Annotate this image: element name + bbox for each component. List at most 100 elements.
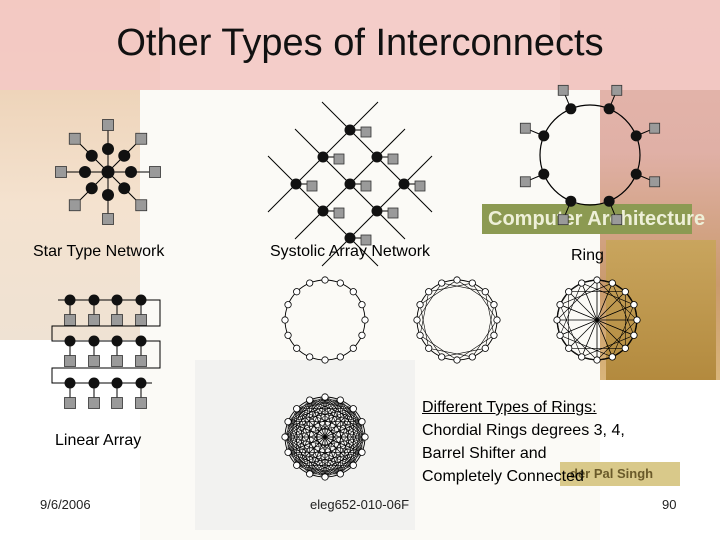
linear-array-diagram [52, 295, 160, 409]
node [565, 103, 576, 114]
ring-node [578, 354, 584, 360]
ring-node [491, 332, 497, 338]
ring-node [578, 280, 584, 286]
ring-node [282, 317, 288, 323]
ring-node [285, 449, 291, 455]
ring-diagram [520, 85, 659, 224]
ring-node [557, 332, 563, 338]
footer-date: 9/6/2006 [40, 497, 91, 512]
ring-node [414, 317, 420, 323]
node [345, 233, 356, 244]
ring-node [594, 277, 600, 283]
node [604, 103, 615, 114]
ring-node [631, 332, 637, 338]
processor-box [136, 200, 147, 211]
ring-node [322, 277, 328, 283]
ring-label: Ring [571, 247, 604, 265]
processor-box [334, 154, 344, 164]
ring-node [359, 301, 365, 307]
node [65, 378, 76, 389]
processor-box [103, 214, 114, 225]
node [345, 179, 356, 190]
processor-box [89, 398, 100, 409]
node [318, 206, 329, 217]
processor-box [136, 398, 147, 409]
ring-node [566, 345, 572, 351]
ring-types-line-1: Chordial Rings degrees 3, 4, [422, 419, 682, 442]
ring-node [566, 289, 572, 295]
ring-node [282, 434, 288, 440]
processor-box [136, 356, 147, 367]
ring-node [350, 406, 356, 412]
ring-node [469, 354, 475, 360]
ring-node [494, 317, 500, 323]
processor-box [650, 177, 660, 187]
node [345, 125, 356, 136]
processor-box [520, 123, 530, 133]
systolic-array-diagram [268, 102, 432, 266]
ring-types-heading: Different Types of Rings: [422, 396, 682, 419]
processor-box [558, 215, 568, 225]
node [318, 152, 329, 163]
ring-node [322, 394, 328, 400]
node [125, 166, 137, 178]
processor-box [89, 356, 100, 367]
ring-node [350, 289, 356, 295]
node [89, 336, 100, 347]
ring-node [359, 449, 365, 455]
node [291, 179, 302, 190]
systolic-array-label: Systolic Array Network [270, 243, 430, 261]
processor-box [65, 356, 76, 367]
node [136, 378, 147, 389]
processor-box [89, 315, 100, 326]
node [86, 150, 98, 162]
ring-node [306, 280, 312, 286]
ring-node [417, 332, 423, 338]
ring-node [294, 345, 300, 351]
ring-node [609, 354, 615, 360]
node [118, 150, 130, 162]
ring-node [417, 301, 423, 307]
node [79, 166, 91, 178]
node [372, 152, 383, 163]
node [565, 196, 576, 207]
ring-node [362, 317, 368, 323]
ring-node [438, 354, 444, 360]
processor-box [612, 85, 622, 95]
processor-box [388, 208, 398, 218]
processor-box [415, 181, 425, 191]
ring-node [337, 471, 343, 477]
ring-node [454, 277, 460, 283]
ring-node [426, 345, 432, 351]
node [112, 295, 123, 306]
ring-node [594, 357, 600, 363]
ring-node [438, 280, 444, 286]
ring-node [322, 357, 328, 363]
footer-page-number: 90 [662, 497, 676, 512]
processor-box [388, 154, 398, 164]
node [65, 336, 76, 347]
ring-node [285, 418, 291, 424]
processor-box [361, 181, 371, 191]
ring-node [306, 354, 312, 360]
ring-types-description: Different Types of Rings: Chordial Rings… [422, 396, 682, 488]
processor-box [650, 123, 660, 133]
node [102, 166, 115, 179]
processor-box [361, 127, 371, 137]
ring-loop [540, 105, 640, 205]
node [112, 336, 123, 347]
ring-node [350, 345, 356, 351]
processor-box [69, 133, 80, 144]
node [112, 378, 123, 389]
ring-node [469, 280, 475, 286]
processor-box [136, 133, 147, 144]
processor-box [112, 315, 123, 326]
ring-node [285, 301, 291, 307]
processor-box [112, 398, 123, 409]
linear-array-label: Linear Array [55, 432, 141, 450]
ring-node [359, 332, 365, 338]
ring-node [337, 354, 343, 360]
ring-node [294, 462, 300, 468]
node [372, 206, 383, 217]
footer-course: eleg652-010-06F [310, 497, 409, 512]
